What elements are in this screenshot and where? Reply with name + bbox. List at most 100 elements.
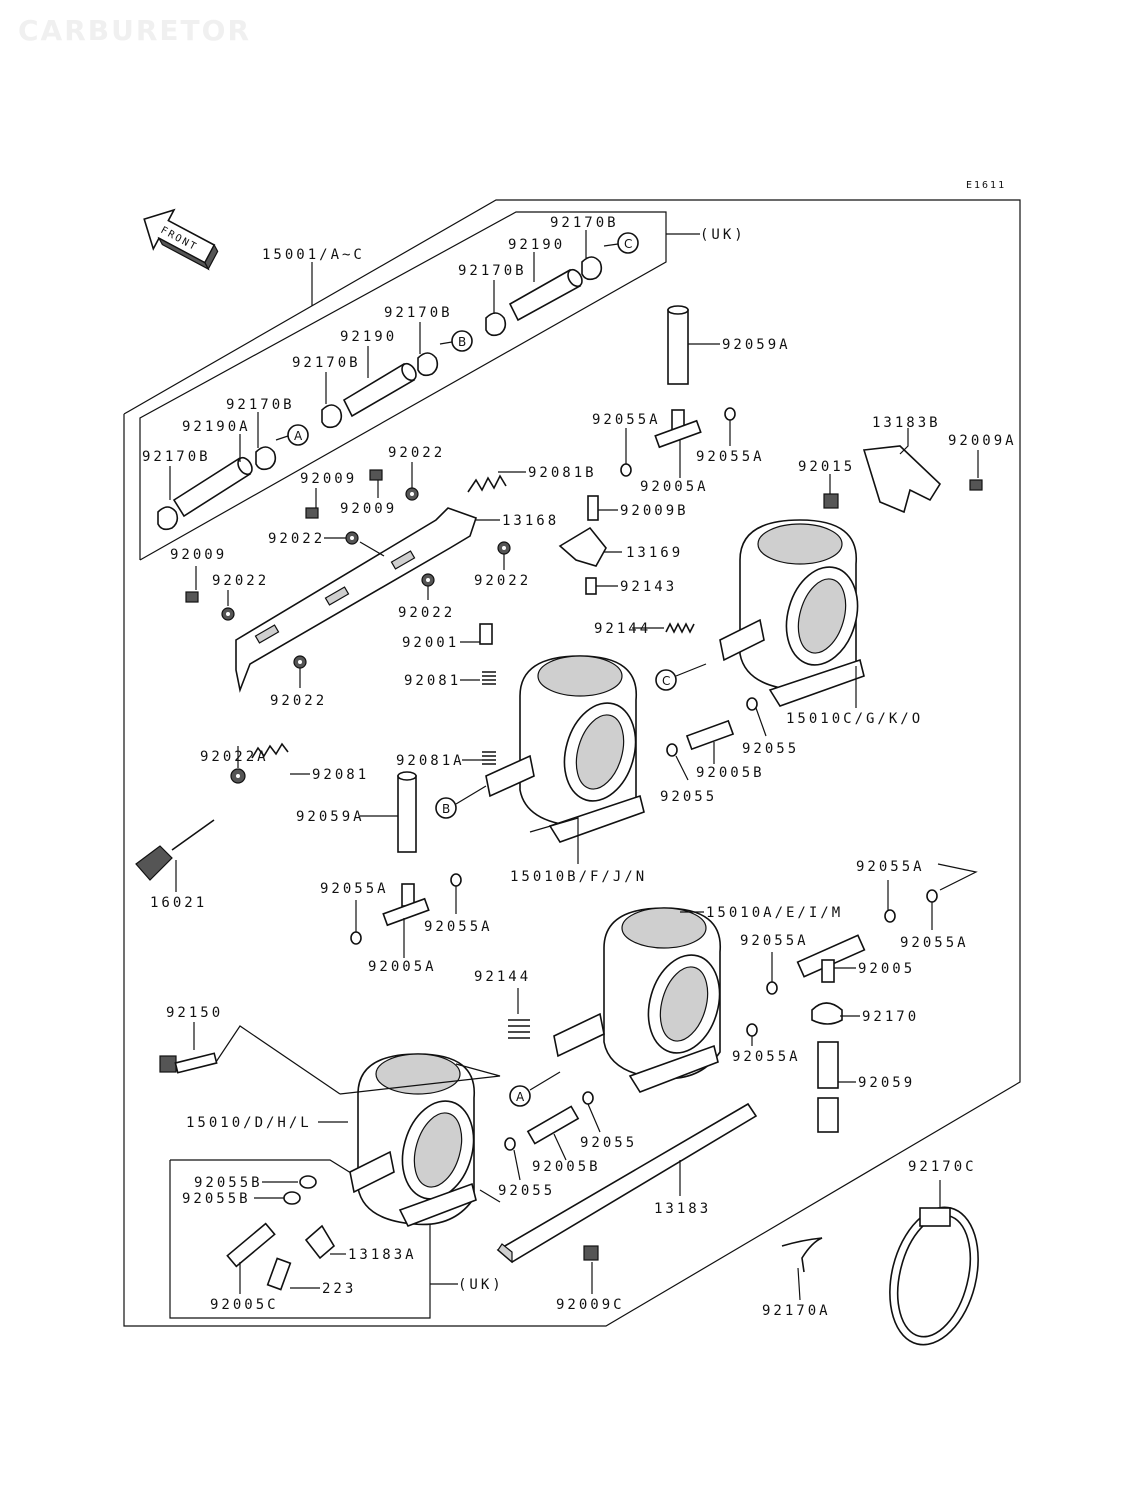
label-223: 223 — [322, 1281, 356, 1297]
label-92055-2: 92055 — [660, 789, 717, 805]
label-92055A-1: 92055A — [592, 412, 661, 428]
carburetor-15010D — [349, 1053, 477, 1228]
label-15010B: 15010B/F/J/N — [510, 869, 647, 885]
throttle-stop-16021 — [135, 819, 215, 881]
svg-text:A: A — [294, 429, 303, 443]
label-13169: 13169 — [626, 545, 683, 561]
label-92081-2: 92081 — [312, 767, 369, 783]
label-16021: 16021 — [150, 895, 207, 911]
svg-text:B: B — [458, 335, 466, 349]
label-92055-3: 92055 — [580, 1135, 637, 1151]
watermark-title: CARBURETOR — [18, 14, 252, 47]
bracket-13183 — [496, 1102, 758, 1264]
carburetor-15010A — [553, 907, 721, 1093]
label-92055B-1: 92055B — [194, 1175, 263, 1191]
fitting-92005C — [226, 1222, 276, 1268]
label-13183A: 13183A — [348, 1247, 417, 1263]
fitting-92005 — [796, 934, 866, 983]
leader-lines — [169, 230, 979, 1301]
bracket-13169 — [558, 526, 607, 567]
label-92005: 92005 — [858, 961, 915, 977]
fitting-92005B-low — [526, 1105, 580, 1145]
ref-code: E1611 — [966, 180, 1006, 191]
callout-A-top: A — [275, 424, 309, 446]
band-92170C — [889, 1206, 979, 1346]
bolt-92150 — [159, 1052, 218, 1074]
label-92055A-5: 92055A — [856, 859, 925, 875]
label-92005A-1: 92005A — [640, 479, 709, 495]
tube-92059A-top — [667, 305, 689, 385]
springs — [251, 474, 695, 1039]
bracket-13183B — [862, 445, 942, 514]
fitting-92005B-mid — [685, 719, 735, 751]
label-92009A: 92009A — [948, 433, 1017, 449]
label-92170B-5: 92170B — [226, 397, 295, 413]
assembly-frame — [123, 199, 1021, 1327]
svg-text:C: C — [662, 674, 670, 688]
label-92005B-2: 92005B — [532, 1159, 601, 1175]
label-92005A-2: 92005A — [368, 959, 437, 975]
label-92144-1: 92144 — [594, 621, 651, 637]
label-92059: 92059 — [858, 1075, 915, 1091]
label-92055A-8: 92055A — [732, 1049, 801, 1065]
label-92055B-2: 92055B — [182, 1191, 251, 1207]
hose-92190-1 — [342, 362, 417, 418]
tee-92005A-top — [654, 409, 702, 449]
callout-C-top: C — [603, 232, 639, 254]
label-92022-1: 92022 — [388, 445, 445, 461]
clamp-92170 — [811, 1002, 843, 1025]
label-15010A: 15010A/E/I/M — [706, 905, 843, 921]
label-92150: 92150 — [166, 1005, 223, 1021]
screw-92009C — [583, 1245, 599, 1261]
label-92009B: 92009B — [620, 503, 689, 519]
label-92022-5: 92022 — [398, 605, 455, 621]
label-92081A: 92081A — [396, 753, 465, 769]
label-92009C: 92009C — [556, 1297, 625, 1313]
tube-92059A-mid — [397, 771, 417, 853]
clamp-92170B — [157, 256, 603, 531]
label-92005C: 92005C — [210, 1297, 279, 1313]
label-92022-3: 92022 — [474, 573, 531, 589]
label-15001: 15001/A~C — [262, 247, 365, 263]
label-92170B-1: 92170B — [550, 215, 619, 231]
label-92170B-3: 92170B — [384, 305, 453, 321]
label-92170C: 92170C — [908, 1159, 977, 1175]
label-92059A-1: 92059A — [722, 337, 791, 353]
tube-92059 — [817, 1041, 839, 1133]
label-92022-4: 92022 — [212, 573, 269, 589]
label-92055A-3: 92055A — [320, 881, 389, 897]
label-15010C: 15010C/G/K/O — [786, 711, 923, 727]
label-92055A-6: 92055A — [900, 935, 969, 951]
callout-B-top: B — [439, 330, 473, 352]
label-13183: 13183 — [654, 1201, 711, 1217]
label-92170B-2: 92170B — [458, 263, 527, 279]
front-arrow-icon — [143, 208, 219, 271]
callout-C-mid: C — [655, 663, 707, 691]
label-92015: 92015 — [798, 459, 855, 475]
tee-92005A-mid — [382, 883, 430, 927]
label-92190-1: 92190 — [508, 237, 565, 253]
label-92081B: 92081B — [528, 465, 597, 481]
spring-clip-92170A — [781, 1237, 823, 1273]
label-92059A-2: 92059A — [296, 809, 365, 825]
label-92055A-4: 92055A — [424, 919, 493, 935]
svg-text:C: C — [624, 237, 632, 251]
label-92170B-4: 92170B — [292, 355, 361, 371]
label-13168: 13168 — [502, 513, 559, 529]
uk-fitting-frame — [169, 1159, 431, 1319]
bracket-13183A — [304, 1224, 336, 1260]
stay-plate-13168 — [235, 507, 478, 693]
uk-hose-kit-frame — [139, 211, 667, 561]
label-92055A-2: 92055A — [696, 449, 765, 465]
label-92009-1: 92009 — [300, 471, 357, 487]
label-92022-2: 92022 — [268, 531, 325, 547]
label-92170A: 92170A — [762, 1303, 831, 1319]
svg-text:A: A — [516, 1090, 525, 1104]
label-92055-1: 92055 — [742, 741, 799, 757]
callout-A-low: A — [509, 1071, 561, 1107]
label-92144-2: 92144 — [474, 969, 531, 985]
label-92009-3: 92009 — [170, 547, 227, 563]
o-rings — [283, 407, 938, 1205]
label-92190A: 92190A — [182, 419, 251, 435]
